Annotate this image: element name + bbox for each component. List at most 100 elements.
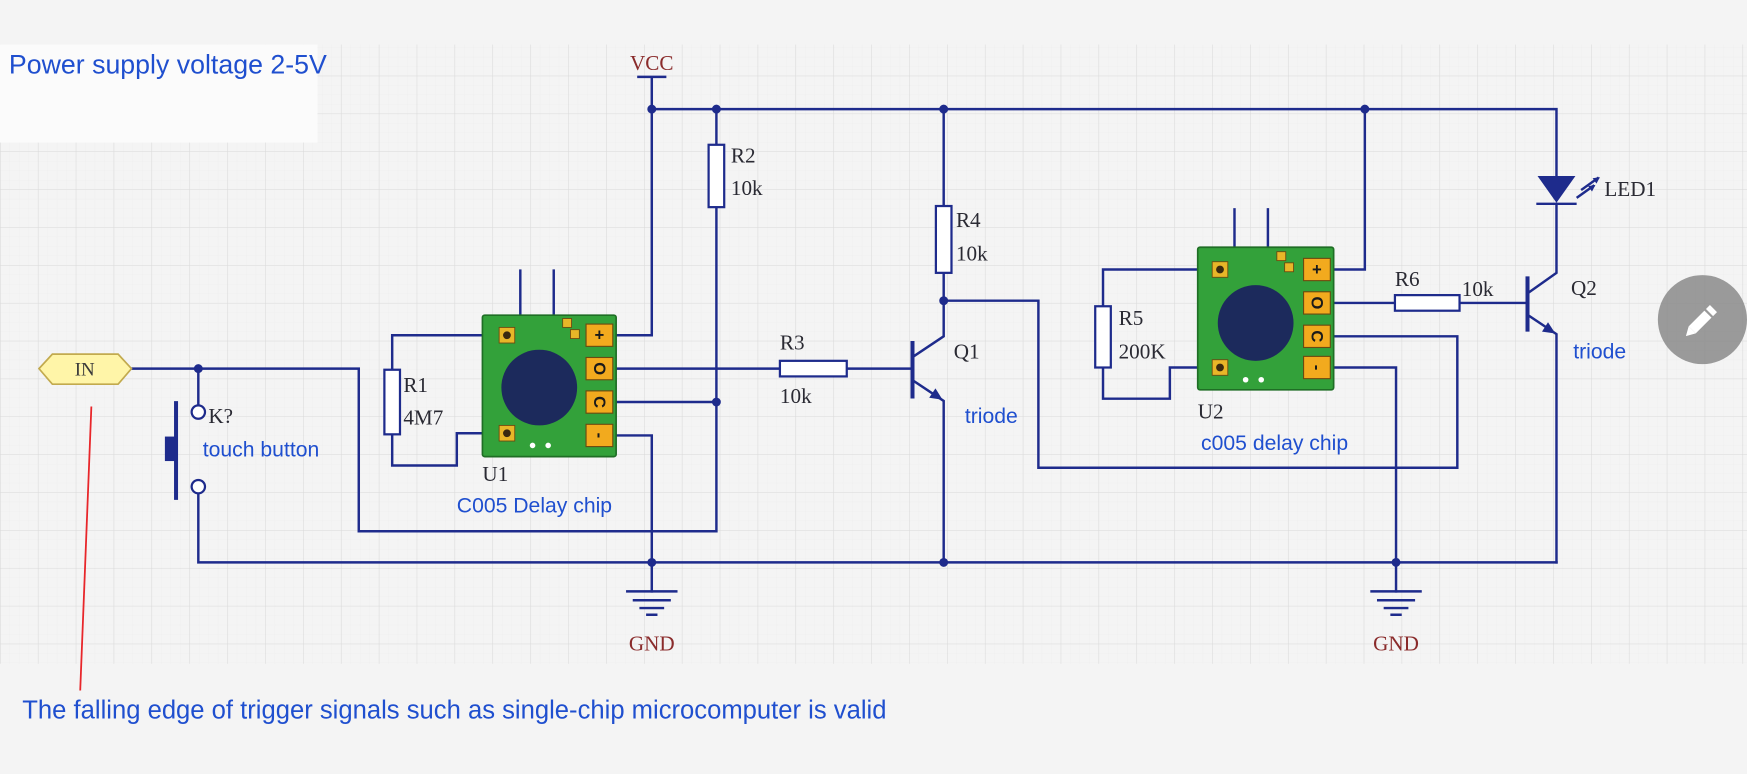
u2-solder-pad (1284, 262, 1294, 273)
pencil-body (1688, 310, 1712, 334)
u2-pad-out (1303, 291, 1331, 315)
led-designator: LED1 (1604, 177, 1656, 201)
switch-designator: K? (208, 404, 233, 428)
pointer-line (79, 406, 93, 691)
edit-button[interactable] (1657, 275, 1747, 365)
gnd-label-left: GND (629, 631, 675, 655)
resistor-body (934, 204, 953, 274)
q2-caption: triode (1573, 341, 1626, 364)
gnd-symbol-left: GND (626, 590, 678, 655)
vcc-symbol: VCC (630, 51, 674, 111)
resistor-r3: R3 10k (778, 331, 848, 408)
note-backdrop (0, 44, 318, 143)
resistor-r1: R1 4M7 (383, 368, 443, 436)
wire-q1-collector (911, 271, 945, 359)
transistor-q1: Q1 triode (910, 340, 1018, 428)
wire-q1-to-u2-c (942, 299, 1459, 469)
r3-value: 10k (780, 384, 812, 408)
u2-pad-c (1303, 324, 1331, 349)
input-port-shape (37, 353, 133, 386)
junction-dot (1360, 104, 1370, 114)
u2-pad-minus (1303, 355, 1331, 380)
u1-core (501, 349, 578, 426)
pencil-icon (1685, 305, 1718, 337)
resistor-body (1393, 294, 1461, 312)
u1-pad-label: - (590, 433, 609, 439)
r3-designator: R3 (780, 331, 805, 355)
u1-pad-plus (585, 323, 614, 347)
q1-caption: triode (965, 405, 1018, 428)
resistor-r5: R5 200K (1094, 305, 1166, 369)
junction-dot (939, 104, 949, 114)
switch-contact-bottom (190, 478, 207, 495)
q2-designator: Q2 (1571, 276, 1597, 300)
u2-core (1217, 285, 1294, 361)
pencil-eraser (1705, 305, 1718, 317)
wire-r1-top (390, 333, 509, 371)
junction-dot (1391, 557, 1401, 567)
wire-bottom-rail (197, 492, 1558, 564)
input-port-label: IN (75, 359, 95, 380)
resistor-r2: R2 10k (707, 143, 763, 209)
resistor-body (707, 143, 726, 209)
transistor-q2: Q2 triode (1525, 276, 1626, 364)
u1-pad-label: + (595, 326, 605, 345)
r2-designator: R2 (731, 144, 756, 168)
u2-pad-label: - (1307, 365, 1326, 371)
q1-emitter-arrow (929, 388, 943, 400)
u1-marker-dot (529, 442, 536, 449)
r4-designator: R4 (956, 208, 981, 232)
input-port: IN (37, 353, 133, 386)
switch-contact-top (190, 404, 207, 420)
u1-pad-minus (585, 423, 614, 448)
switch-actuator (164, 436, 175, 462)
junction-dot (193, 364, 203, 374)
q1-designator: Q1 (954, 340, 980, 364)
gnd-label-right: GND (1373, 631, 1419, 655)
r2-value: 10k (731, 176, 763, 200)
grid-background (0, 44, 1747, 664)
r1-value: 4M7 (403, 405, 443, 429)
wire-r2-bottom-to-input (130, 205, 718, 533)
junction-dot (939, 296, 949, 306)
u2-designator: U2 (1198, 400, 1224, 424)
u1-marker-dot (545, 442, 551, 449)
chip-u2: + O C - U2 c005 delay chip (1196, 208, 1348, 455)
r6-designator: R6 (1395, 267, 1420, 291)
resistor-r6: R6 10k (1393, 267, 1494, 312)
u1-pad-label: O (590, 362, 609, 375)
junction-dot (647, 104, 657, 114)
r5-designator: R5 (1119, 306, 1144, 330)
u1-pin-hole (503, 429, 511, 438)
q2-emitter-arrow (1541, 322, 1556, 334)
trigger-note: The falling edge of trigger signals such… (22, 696, 886, 724)
wire-r1-bottom (390, 431, 509, 467)
u1-pad-out (585, 356, 614, 381)
u2-pad-label: + (1312, 260, 1322, 279)
wire-u1-minus-to-gnd (614, 434, 654, 593)
u2-marker-dot (1242, 376, 1249, 383)
supply-voltage-note: Power supply voltage 2-5V (9, 50, 327, 80)
u1-pad-label: C (590, 396, 609, 408)
vcc-label: VCC (630, 51, 674, 75)
led-led1: LED1 (1536, 175, 1656, 206)
u2-pad-label: O (1307, 296, 1326, 309)
u1-solder-pad (570, 329, 580, 340)
gnd-symbol-right: GND (1370, 590, 1422, 655)
vcc-bar (637, 75, 667, 111)
junction-dot (939, 557, 949, 567)
pencil-tip (1685, 326, 1696, 337)
u1-pad-c (585, 390, 614, 414)
u1-pin-hole (503, 331, 511, 340)
u2-pad-label: C (1307, 330, 1326, 342)
wire-vcc-to-u1-plus (614, 107, 654, 337)
junction-dot (711, 397, 721, 407)
junction-dot (647, 557, 657, 567)
wire-r5-bottom (1101, 366, 1222, 400)
wire-u2-plus-to-vcc (1332, 107, 1367, 271)
led-triangle (1537, 175, 1576, 203)
wire-q1-emitter (911, 379, 945, 564)
wire-q2-collector (1528, 202, 1558, 294)
wire-q2-emitter (1528, 314, 1558, 564)
resistor-body (1094, 305, 1112, 369)
